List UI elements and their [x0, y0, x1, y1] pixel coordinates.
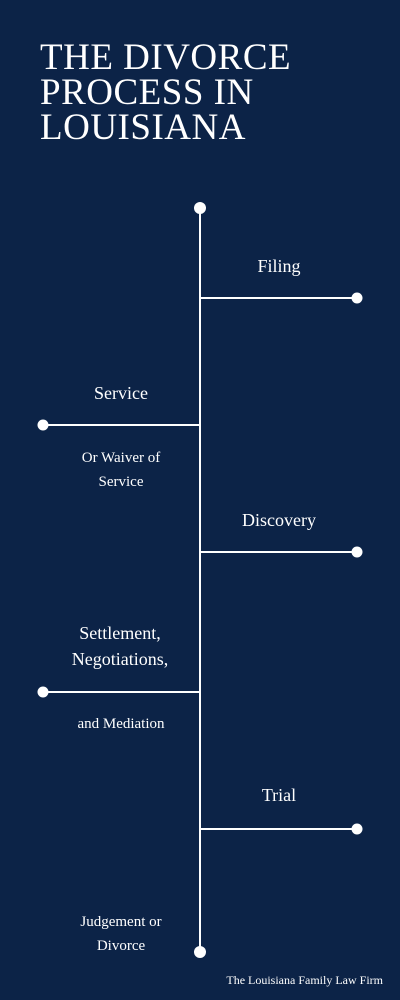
step-filing-label: Filing: [257, 256, 301, 276]
step-service-note: Or Waiver of Service: [50, 446, 192, 494]
service-note-line-1: Or Waiver of: [81, 450, 161, 466]
judgement-line-2: Divorce: [96, 938, 146, 954]
step-settlement-label: Settlement, Negotiations,: [40, 620, 200, 672]
settlement-node: [37, 686, 49, 698]
footer-firm-name: The Louisiana Family Law Firm: [226, 973, 383, 987]
settlement-line-1: Settlement,: [79, 623, 161, 643]
title-line-2: PROCESS IN: [40, 72, 254, 113]
step-trial-label: Trial: [261, 785, 297, 805]
discovery-node: [351, 546, 363, 558]
timeline-end-node: [194, 946, 206, 958]
service-node: [37, 419, 49, 431]
settlement-line-2: Negotiations,: [71, 649, 169, 669]
trial-node: [351, 823, 363, 835]
title-line-3: LOUISIANA: [40, 107, 246, 148]
step-service-label: Service: [94, 383, 148, 403]
title-line-1: THE DIVORCE: [40, 37, 292, 78]
page-title: THE DIVORCE PROCESS IN LOUISIANA: [40, 37, 380, 148]
filing-node: [351, 292, 363, 304]
step-judgement-label: Judgement or Divorce: [50, 910, 192, 958]
judgement-line-1: Judgement or: [80, 914, 162, 930]
step-discovery-label: Discovery: [242, 510, 316, 530]
service-note-line-2: Service: [98, 474, 144, 490]
timeline-start-node: [194, 202, 206, 214]
step-settlement-note: and Mediation: [77, 716, 165, 732]
